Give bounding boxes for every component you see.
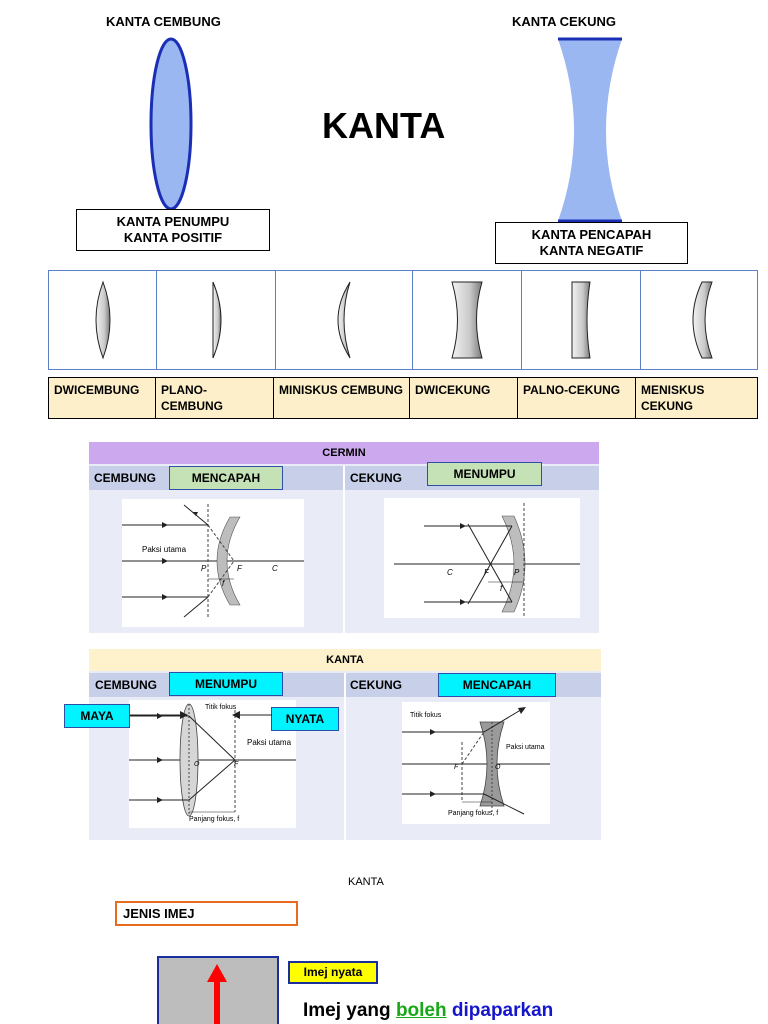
meniscus-concave-lens-icon: [692, 281, 713, 359]
sentence-part-3: dipaparkan: [451, 1000, 554, 1021]
diverging-tag: MENCAPAH: [169, 466, 283, 490]
biconcave-lens-icon: [451, 281, 483, 359]
convex-mirror-label: CEMBUNG: [94, 471, 156, 485]
positive-lens-text: KANTA POSITIF: [123, 230, 223, 245]
principal-axis-label: Paksi utama: [506, 744, 545, 751]
virtual-tag: MAYA: [64, 704, 130, 728]
mirror-panel-title: CERMIN: [89, 442, 599, 464]
centre-label: C: [272, 564, 278, 573]
biconvex-lens-icon: [95, 280, 110, 360]
lens-type-label: DWICEMBUNG: [49, 378, 156, 418]
focus-label: F: [234, 761, 239, 768]
lens-divider: [344, 673, 346, 840]
meniscus-convex-lens-icon: [337, 281, 351, 359]
real-tag: NYATA: [271, 707, 339, 731]
concave-lens-title: KANTA CEKUNG: [512, 14, 616, 29]
convex-lens-diagram: Titik fokus Paksi utama O F Panjang foku…: [129, 700, 296, 828]
plano-concave-lens-cell: [522, 271, 641, 369]
meniscus-convex-lens-cell: [276, 271, 413, 369]
real-image-sentence: Imej yang boleh dipaparkan: [303, 1000, 553, 1022]
focus-point-label: Titik fokus: [410, 712, 442, 719]
sentence-part-1: Imej yang: [303, 1000, 391, 1021]
convex-lens-description: KANTA PENUMPU KANTA POSITIF: [76, 209, 270, 251]
principal-axis-label: Paksi utama: [247, 738, 292, 747]
mirror-divider: [343, 466, 345, 633]
virtual-pointer-arrow: [130, 711, 188, 719]
lens-type-label: MENISKUS CEKUNG: [641, 383, 705, 413]
lens-type-labels: DWICEMBUNG PLANO-CEMBUNG MINISKUS CEMBUN…: [48, 377, 758, 419]
convex-lens-title: KANTA CEMBUNG: [106, 14, 221, 29]
biconvex-lens-cell: [49, 271, 157, 369]
focus-label: F: [484, 568, 489, 577]
divergent-lens-text: KANTA PENCAPAH: [531, 227, 652, 242]
concave-lens-label: CEKUNG: [350, 678, 403, 692]
principal-axis-label: Paksi utama: [142, 545, 187, 554]
lens-type-images: [48, 270, 758, 370]
plano-concave-lens-icon: [571, 281, 591, 359]
negative-lens-text: KANTA NEGATIF: [539, 243, 644, 258]
real-pointer-arrow: [232, 711, 272, 719]
focus-point-label: Titik fokus: [205, 704, 237, 711]
sentence-part-2: boleh: [395, 1000, 447, 1021]
concave-lens-diagram: Titik fokus Paksi utama F O Panjang foku…: [402, 702, 550, 824]
concave-lens-ray-drawing: [402, 707, 550, 815]
focal-length-label: f: [500, 584, 503, 593]
concave-mirror-label: CEKUNG: [350, 471, 403, 485]
focal-length-label: f: [222, 579, 225, 588]
focal-length-label: Panjang fokus, f: [448, 810, 499, 817]
bottom-section-title: KANTA: [348, 876, 384, 888]
convex-mirror-diagram: Paksi utama P F C f: [122, 499, 304, 627]
main-title: KANTA: [322, 105, 446, 146]
plano-convex-lens-cell: [157, 271, 276, 369]
convex-lens-label: CEMBUNG: [95, 678, 157, 692]
concave-lens-illustration: [558, 37, 622, 223]
converging-tag: MENUMPU: [169, 672, 283, 696]
lens-type-label: PALNO-CEKUNG: [518, 378, 636, 418]
biconcave-lens-cell: [413, 271, 522, 369]
converging-tag: MENUMPU: [427, 462, 542, 486]
focus-label: F: [454, 764, 459, 771]
lens-type-label: DWICEKUNG: [410, 378, 518, 418]
up-arrow-icon: [207, 964, 227, 1024]
pole-label: P: [201, 564, 207, 573]
convex-mirror-ray-drawing: [122, 504, 304, 619]
convex-lens-illustration: [149, 37, 193, 211]
lens-type-label: MINISKUS CEMBUNG: [274, 378, 410, 418]
optical-centre-label: O: [194, 761, 200, 768]
lens-type-label: PLANO-CEMBUNG: [156, 378, 274, 418]
image-type-label: JENIS IMEJ: [115, 901, 298, 926]
concave-mirror-ray-drawing: [394, 503, 580, 618]
optical-centre-label: O: [495, 764, 501, 771]
convergent-lens-text: KANTA PENUMPU: [116, 214, 230, 229]
concave-mirror-diagram: C F P f: [384, 498, 580, 618]
real-image-tag: Imej nyata: [288, 961, 378, 984]
centre-label: C: [447, 568, 453, 577]
focal-length-label: Panjang fokus, f: [189, 816, 240, 823]
meniscus-concave-lens-cell: [641, 271, 762, 369]
plano-convex-lens-icon: [212, 281, 222, 359]
lens-panel-title: KANTA: [89, 649, 601, 671]
pole-label: P: [514, 568, 520, 577]
focus-label: F: [237, 564, 242, 573]
concave-lens-description: KANTA PENCAPAH KANTA NEGATIF: [495, 222, 688, 264]
diverging-tag: MENCAPAH: [438, 673, 556, 697]
